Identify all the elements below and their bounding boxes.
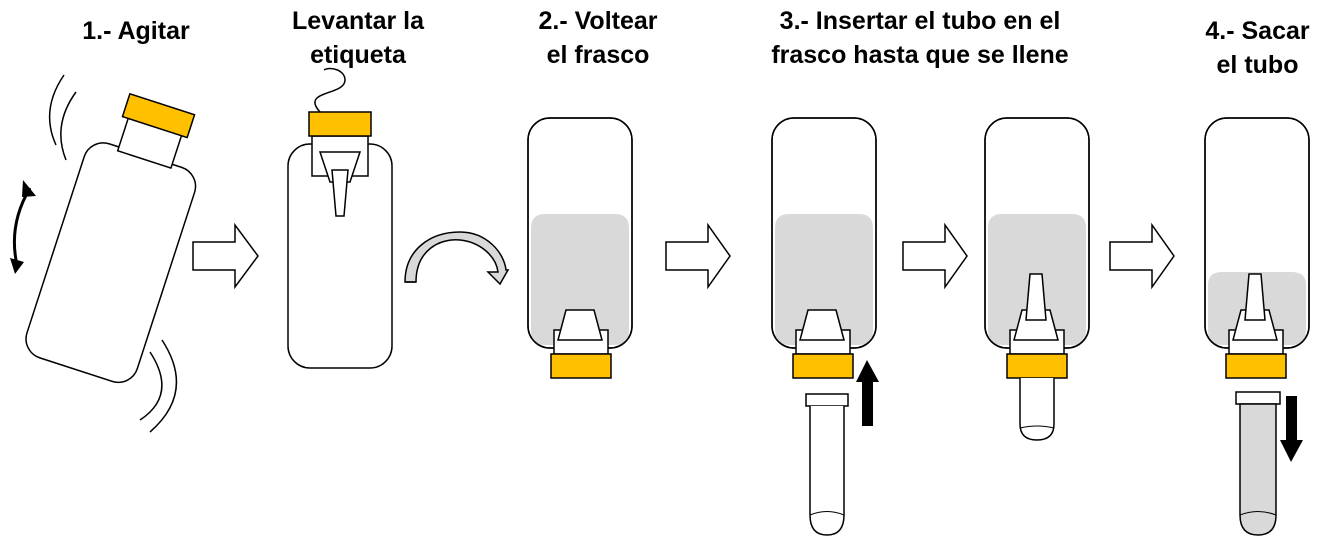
arrow-down-icon	[1280, 396, 1303, 462]
final-bottle	[1204, 117, 1310, 379]
step-lift-label-line-2: etiqueta	[310, 41, 406, 69]
label-bottle	[287, 67, 393, 369]
step-3-title: 3.- Insertar el tubo en el frasco hasta …	[740, 4, 1100, 72]
bottle-needle	[1244, 273, 1266, 321]
tube-rim	[805, 393, 849, 407]
step-2-title: 2.- Voltear el frasco	[508, 4, 688, 72]
step-arrow-icon	[192, 222, 259, 290]
shaking-bottle	[10, 74, 197, 433]
step-2-title-line-2: el frasco	[546, 41, 650, 69]
tube-body	[809, 406, 845, 536]
bottle-cap	[792, 353, 854, 379]
filling-bottle	[984, 117, 1090, 441]
step-1-title-line-1: 1.- Agitar	[82, 17, 190, 45]
bottle-body	[25, 142, 197, 384]
step-arrow-icon	[665, 222, 731, 290]
shake-direction-arrow-icon	[10, 180, 36, 274]
shake-motion-icon	[48, 74, 178, 433]
bottle-cap	[121, 92, 196, 139]
bottle-spout	[318, 151, 362, 183]
filled-tube	[1235, 391, 1281, 536]
tube-body	[1019, 378, 1055, 441]
bottle-cap	[1006, 353, 1068, 379]
step-lift-label-line-1: Levantar la	[291, 7, 424, 35]
step-arrow-icon	[1109, 222, 1175, 290]
bottle-cap	[1225, 353, 1287, 379]
bottle-spout	[557, 309, 603, 341]
bottle-spout	[799, 309, 845, 341]
tube-body	[1239, 403, 1277, 536]
step-3-title-line-2: frasco hasta que se llene	[771, 41, 1069, 69]
inverted-bottle	[527, 117, 633, 379]
step-3-title-line-1: 3.- Insertar el tubo en el	[779, 7, 1061, 35]
step-4-title-line-1: 4.- Sacar	[1205, 17, 1310, 45]
step-4-title: 4.- Sacar el tubo	[1190, 14, 1325, 82]
bottle-liquid	[775, 214, 873, 345]
label-tab	[314, 67, 346, 113]
bottle-needle	[1025, 273, 1047, 321]
tube-rim	[1235, 391, 1281, 405]
step-arrow-icon	[902, 222, 968, 290]
empty-tube	[805, 393, 849, 536]
bottle-needle	[331, 169, 349, 217]
bottle-cap	[550, 353, 612, 379]
flip-rotation-icon	[404, 231, 510, 286]
arrow-up-icon	[856, 360, 879, 426]
bottle-cap	[308, 111, 372, 137]
insert-bottle	[771, 117, 877, 379]
step-lift-label-title: Levantar la etiqueta	[268, 4, 448, 72]
step-1-title: 1.- Agitar	[66, 14, 206, 48]
bottle-liquid	[531, 214, 629, 345]
step-4-title-line-2: el tubo	[1216, 51, 1299, 79]
step-2-title-line-1: 2.- Voltear	[538, 7, 658, 35]
